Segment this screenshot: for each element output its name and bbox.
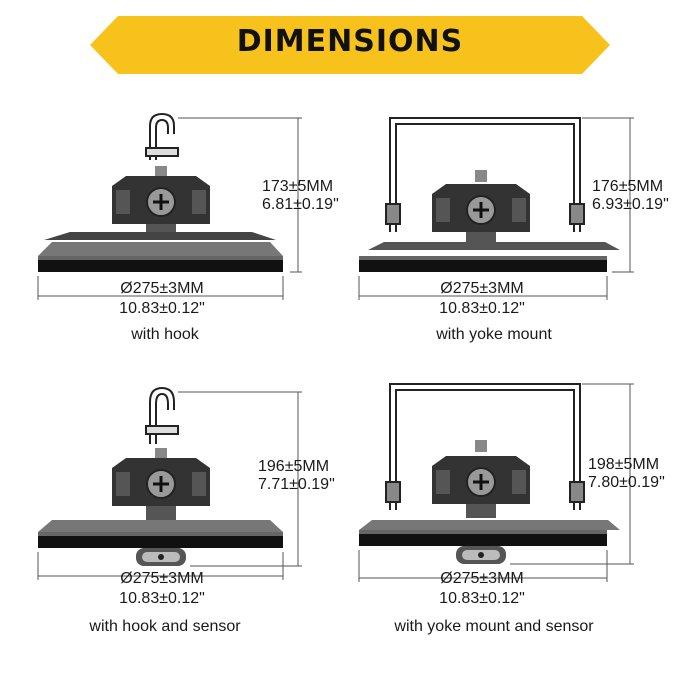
height-mm: 176±5MM <box>592 178 664 195</box>
height-in: 6.81±0.19" <box>262 196 339 213</box>
width-in: 10.83±0.12" <box>119 300 205 317</box>
hook-icon <box>145 112 179 160</box>
yoke-bracket-icon <box>385 117 585 232</box>
width-mm: Ø275±3MM <box>440 280 524 297</box>
light-body <box>38 448 283 548</box>
dimension-lines <box>358 383 634 582</box>
dimension-lines <box>37 117 302 300</box>
light-body <box>359 440 620 546</box>
light-with-yoke-sensor-drawing <box>358 383 634 582</box>
light-body <box>359 170 620 272</box>
height-mm: 173±5MM <box>262 178 334 195</box>
height-mm: 198±5MM <box>588 456 660 473</box>
view-with-hook: 173±5MM 6.81±0.19" Ø275±3MM 10.83±0.12" … <box>0 90 350 390</box>
width-mm: Ø275±3MM <box>120 570 204 587</box>
light-with-hook-drawing <box>37 112 302 300</box>
caption: with hook <box>131 326 199 343</box>
light-with-hook-sensor-drawing <box>37 386 302 580</box>
width-mm: Ø275±3MM <box>120 280 204 297</box>
caption: with yoke mount and sensor <box>394 618 594 635</box>
width-in: 10.83±0.12" <box>439 590 525 607</box>
view-with-yoke-and-sensor: 198±5MM 7.80±0.19" Ø275±3MM 10.83±0.12" … <box>350 370 700 670</box>
width-in: 10.83±0.12" <box>119 590 205 607</box>
dimension-lines <box>37 391 302 580</box>
motion-sensor-icon <box>136 548 186 566</box>
light-with-yoke-drawing <box>358 117 634 300</box>
height-mm: 196±5MM <box>258 458 330 475</box>
banner-title: DIMENSIONS <box>236 24 464 59</box>
motion-sensor-icon <box>456 546 506 564</box>
dimension-lines <box>358 117 634 300</box>
width-mm: Ø275±3MM <box>440 570 524 587</box>
caption: with hook and sensor <box>89 618 241 635</box>
height-in: 7.80±0.19" <box>588 474 665 491</box>
dimensions-banner: DIMENSIONS <box>0 0 700 90</box>
banner-arrow-shape <box>90 16 610 74</box>
yoke-bracket-icon <box>385 383 585 510</box>
view-with-yoke: 176±5MM 6.93±0.19" Ø275±3MM 10.83±0.12" … <box>350 90 700 390</box>
hook-icon <box>145 386 179 444</box>
width-in: 10.83±0.12" <box>439 300 525 317</box>
view-with-hook-and-sensor: 196±5MM 7.71±0.19" Ø275±3MM 10.83±0.12" … <box>0 370 350 670</box>
caption: with yoke mount <box>436 326 552 343</box>
height-in: 7.71±0.19" <box>258 476 335 493</box>
height-in: 6.93±0.19" <box>592 196 669 213</box>
light-body <box>38 166 283 272</box>
